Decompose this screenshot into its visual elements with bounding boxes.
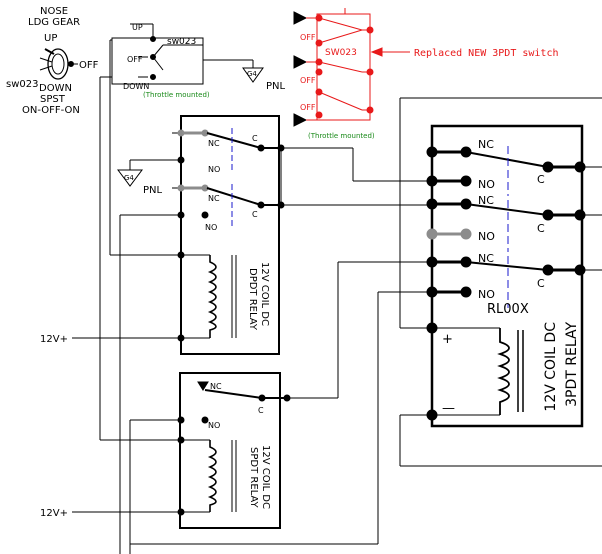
nose-mode-label: ON-OFF-ON — [22, 105, 80, 116]
dpdt-coil-label-1: 12V COIL DC — [259, 262, 270, 326]
3pdt-relay: NC C NO NC C NO NC C — [426, 124, 586, 428]
coil-icon-3 — [207, 440, 217, 512]
arrow-in-icon-3 — [293, 113, 308, 127]
throttle-down-label: DOWN — [123, 82, 149, 91]
throttle-ground-label: G4 — [247, 70, 257, 78]
3pdt-c-3: C — [537, 277, 545, 290]
dpdt-no-1: NO — [208, 165, 220, 174]
3pdt-nc-3: NC — [478, 252, 494, 265]
3pdt-nc-1: NC — [478, 138, 494, 151]
supply-label-bottom: 12V+ — [40, 508, 68, 519]
nose-type-label: SPST — [40, 94, 66, 105]
3pdt-plus-label: + — [442, 332, 453, 347]
new-switch-off-1: OFF — [300, 33, 316, 42]
toggle-switch-icon — [39, 48, 78, 80]
nose-ref-label: sw023 — [6, 79, 38, 90]
callout-label: Replaced NEW 3PDT switch — [414, 48, 559, 59]
coil-icon — [207, 255, 217, 338]
new-switch-off-3: OFF — [300, 103, 316, 112]
3pdt-coil-label-1: 12V COIL DC — [543, 322, 559, 412]
nose-title-2: LDG GEAR — [28, 17, 80, 28]
3pdt-no-2: NO — [478, 230, 495, 243]
wires — [99, 39, 602, 554]
new-switch-ref: SW023 — [325, 48, 357, 58]
throttle-ground-panel: PNL — [266, 81, 286, 92]
new-switch-note: (Throttle mounted) — [308, 132, 375, 140]
3pdt-nc-2: NC — [478, 194, 494, 207]
nose-off-label: OFF — [79, 60, 99, 71]
nose-up-label: UP — [44, 33, 57, 44]
dpdt-c-1: C — [252, 134, 258, 143]
dpdt-ground-label: G4 — [124, 174, 134, 182]
3pdt-coil-label-2: 3PDT RELAY — [564, 322, 580, 407]
nose-title-1: NOSE — [40, 6, 68, 17]
ground-icon-2 — [117, 169, 143, 187]
new-3pdt-switch: OFF OFF OFF SW023 (Throttle mounted) Rep… — [293, 8, 559, 140]
throttle-up-label: UP — [132, 23, 143, 32]
arrow-in-icon-2 — [293, 55, 308, 69]
spdt-relay: NC C NO 12V COIL DC SPDT RELAY — [177, 372, 291, 529]
dpdt-c-2: C — [252, 210, 258, 219]
dpdt-nc-2: NC — [208, 194, 220, 203]
dpdt-relay: NC C NO NC C NO 12V COIL DC DPDT RELAY — [117, 115, 285, 355]
spdt-nc-label: NC — [210, 382, 222, 391]
callout-arrow-icon — [370, 47, 383, 57]
dpdt-nc-1: NC — [208, 139, 220, 148]
throttle-switch: UP OFF DOWN sw023 (Throttle mounted) G4 … — [111, 23, 286, 99]
3pdt-minus-label: — — [442, 401, 455, 416]
nose-gear-switch: NOSE LDG GEAR UP OFF sw023 DOWN SPST ON-… — [6, 6, 99, 116]
throttle-note: (Throttle mounted) — [143, 91, 210, 99]
3pdt-c-1: C — [537, 173, 545, 186]
arrow-down-icon — [197, 381, 209, 391]
3pdt-no-3: NO — [478, 288, 495, 301]
dpdt-coil-label-2: DPDT RELAY — [247, 268, 258, 331]
arrow-in-icon-1 — [293, 11, 308, 25]
3pdt-ref-label: RL00X — [487, 302, 529, 317]
throttle-off-label: OFF — [127, 55, 143, 64]
dpdt-ground-panel: PNL — [143, 185, 163, 196]
dpdt-no-2: NO — [205, 223, 217, 232]
spdt-c-label: C — [258, 406, 264, 415]
3pdt-no-1: NO — [478, 178, 495, 191]
coil-icon-2 — [497, 328, 510, 415]
supply-label-top: 12V+ — [40, 334, 68, 345]
ground-icon — [242, 67, 264, 83]
throttle-ref-label: sw023 — [167, 37, 196, 47]
new-switch-off-2: OFF — [300, 76, 316, 85]
spdt-coil-label-1: 12V COIL DC — [260, 445, 271, 509]
spdt-no-label: NO — [208, 421, 220, 430]
3pdt-c-2: C — [537, 222, 545, 235]
nose-down-label: DOWN — [39, 83, 72, 94]
spdt-coil-label-2: SPDT RELAY — [248, 447, 259, 508]
